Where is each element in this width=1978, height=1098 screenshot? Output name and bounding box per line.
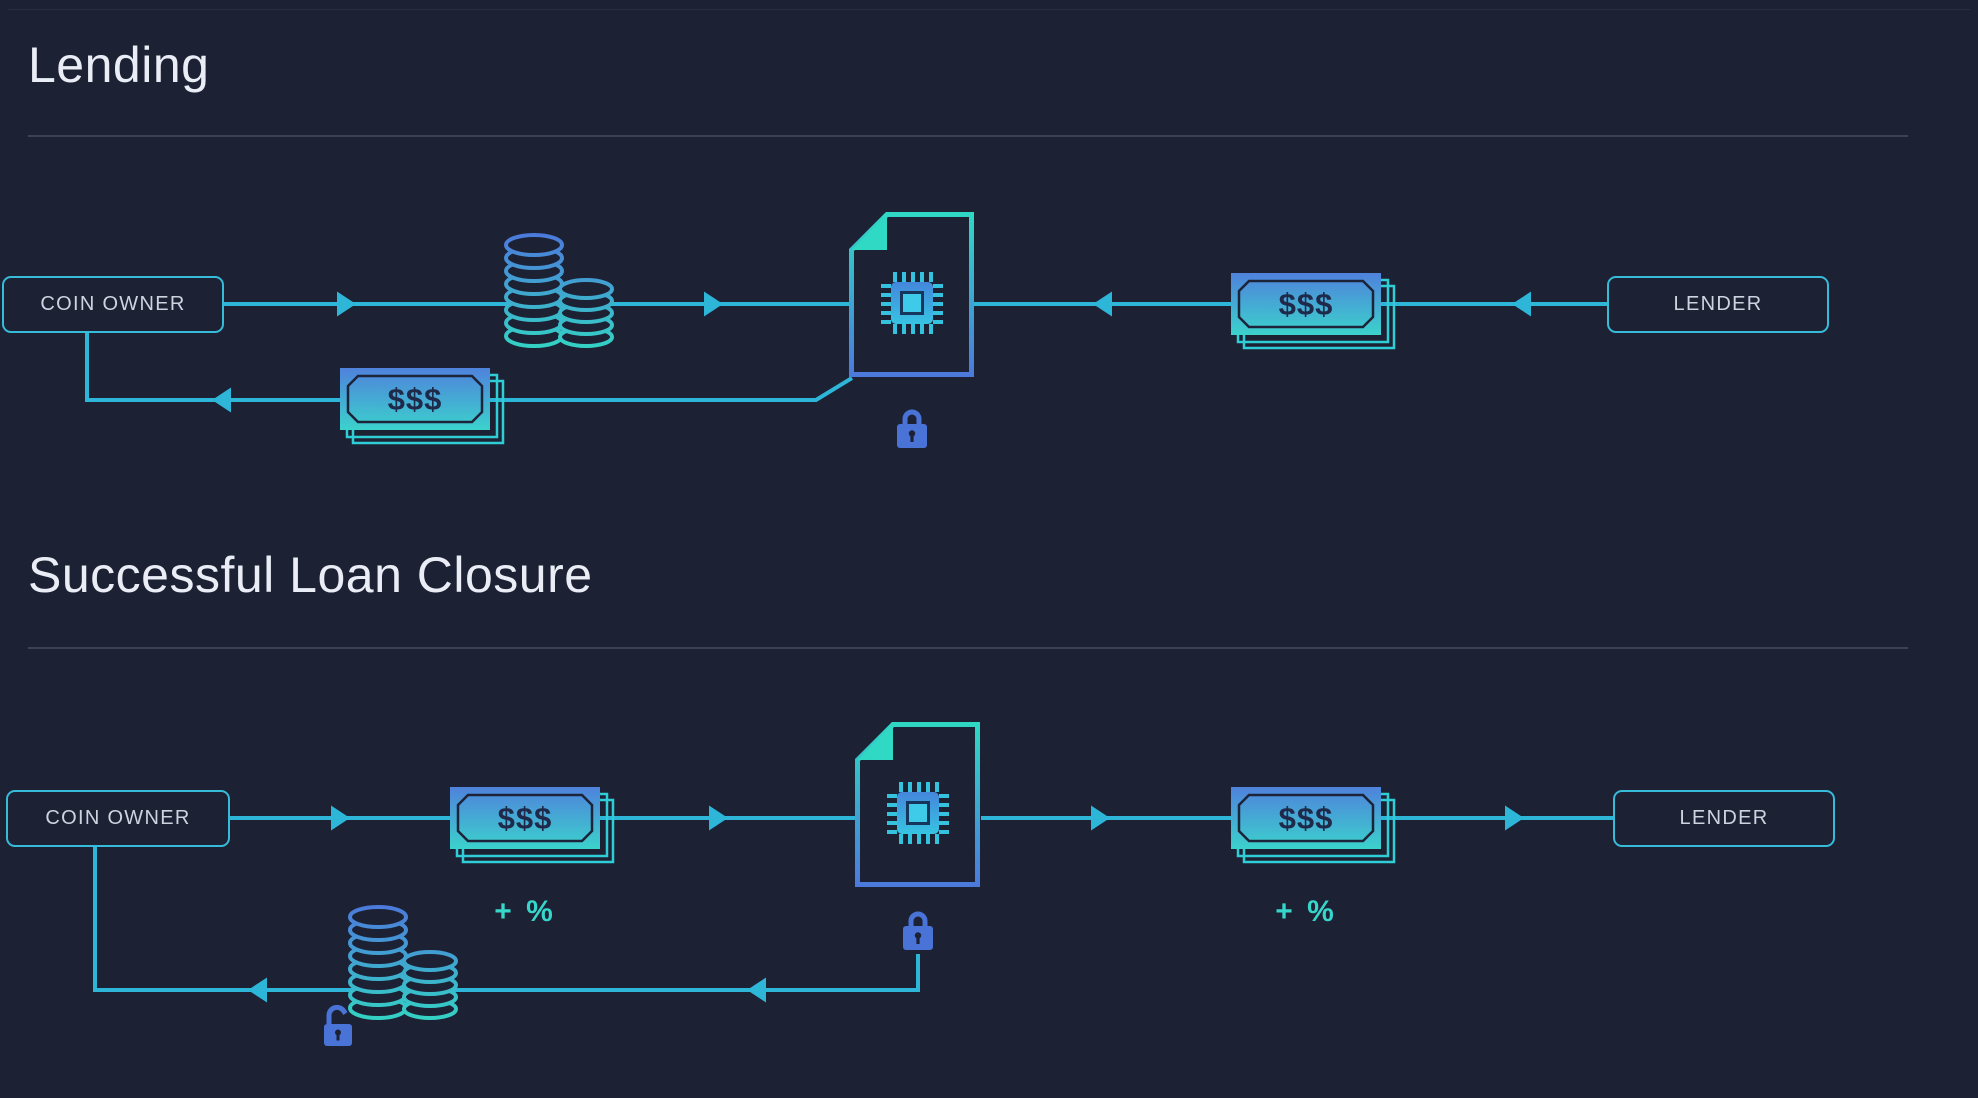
money-label: $$$ <box>1279 801 1334 836</box>
arrow-left-icon <box>747 977 766 1003</box>
lock-closed-icon <box>897 412 927 448</box>
coin-stack-icon <box>504 233 614 348</box>
lock-open-icon <box>324 1007 352 1046</box>
arrow-left-icon <box>248 977 267 1003</box>
arrow-left-icon <box>1093 291 1112 317</box>
coin-stack-icon <box>348 905 458 1020</box>
section-divider-lending <box>28 135 1908 137</box>
coin-owner-node-lending: COIN OWNER <box>2 276 224 333</box>
section-divider-loan-closure <box>28 647 1908 649</box>
coin-owner-node-closure: COIN OWNER <box>6 790 230 847</box>
arrow-right-icon <box>337 291 356 317</box>
lender-node-closure: LENDER <box>1613 790 1835 847</box>
section-title-lending: Lending <box>28 37 210 93</box>
money-label: $$$ <box>388 382 443 417</box>
lending-flow: $$$ $$$ <box>85 215 1607 449</box>
top-hairline <box>8 9 1970 10</box>
arrow-right-icon <box>709 805 728 831</box>
money-stack-icon: $$$ <box>338 366 505 445</box>
chip-icon <box>879 270 945 336</box>
chip-icon <box>885 780 951 846</box>
lender-label: LENDER <box>1673 293 1763 315</box>
flow-line-contract-to-owner-return <box>93 847 920 992</box>
arrow-right-icon <box>1505 805 1524 831</box>
arrow-right-icon <box>1091 805 1110 831</box>
interest-label-right: + % <box>1275 895 1337 928</box>
lender-node-lending: LENDER <box>1607 276 1829 333</box>
lock-closed-icon <box>903 914 933 950</box>
money-stack-icon: $$$ <box>448 785 615 864</box>
arrow-left-icon <box>212 387 231 413</box>
coin-owner-label: COIN OWNER <box>45 807 191 829</box>
arrow-left-icon <box>1512 291 1531 317</box>
loan-closure-flow: $$$ $$$ <box>93 725 1613 1047</box>
arrow-right-icon <box>331 805 350 831</box>
interest-label-left: + % <box>494 895 556 928</box>
section-title-loan-closure: Successful Loan Closure <box>28 547 593 603</box>
money-stack-icon: $$$ <box>1229 271 1396 350</box>
money-label: $$$ <box>1279 287 1334 322</box>
money-label: $$$ <box>498 801 553 836</box>
money-stack-icon: $$$ <box>1229 785 1396 864</box>
arrow-right-icon <box>704 291 723 317</box>
lender-label: LENDER <box>1679 807 1769 829</box>
coin-owner-label: COIN OWNER <box>40 293 186 315</box>
